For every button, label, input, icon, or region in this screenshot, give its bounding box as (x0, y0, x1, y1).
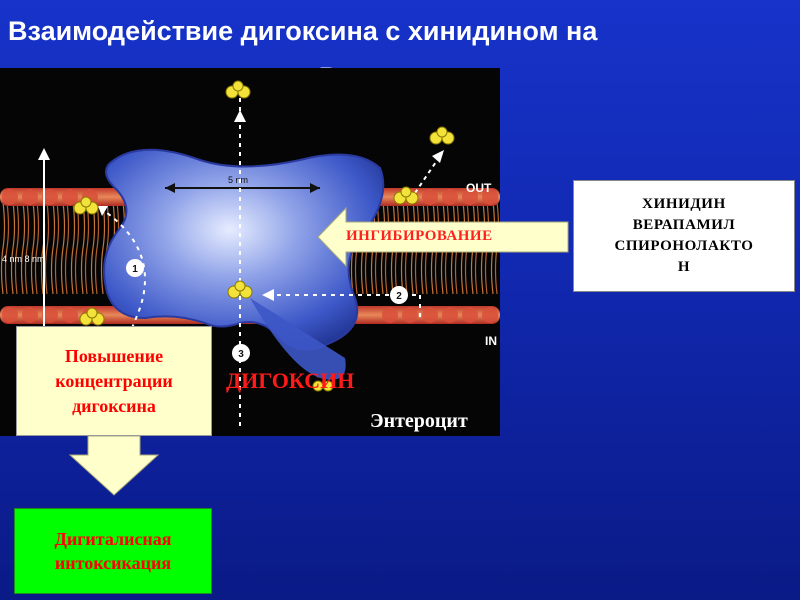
scale-label: 5 nm (228, 175, 248, 185)
digoxin-label: ДИГОКСИН (226, 368, 355, 393)
drug-molecule-right (429, 126, 455, 145)
concentration-increase-box: Повышение концентрации дигоксина (16, 326, 212, 436)
toxicity-line: интоксикация (54, 553, 172, 573)
drug-molecule-membrane-right (393, 186, 419, 205)
pathway-3-number: 3 (238, 349, 244, 360)
enterocyte-label: Энтероцит (370, 410, 468, 432)
drug-item: ХИНИДИН (642, 196, 726, 212)
inhibitor-drugs-box: ХИНИДИН ВЕРАПАМИЛ СПИРОНОЛАКТО Н (573, 180, 795, 292)
toxicity-line: Дигиталисная (54, 529, 172, 549)
drug-molecule-bottom-left (79, 307, 105, 326)
concentration-line: дигоксина (72, 395, 156, 416)
in-label: IN (485, 334, 497, 348)
pathway-1-number: 1 (132, 264, 138, 275)
pathway-2-number: 2 (396, 291, 402, 302)
drug-molecule-bottom (312, 380, 334, 392)
drug-molecule-membrane-left (73, 196, 99, 215)
down-arrow (68, 435, 160, 496)
drug-molecule-top (225, 80, 251, 99)
digitalis-toxicity-box: Дигиталисная интоксикация (14, 508, 212, 594)
drug-item: Н (677, 259, 691, 275)
concentration-line: Повышение (64, 345, 164, 366)
out-label: OUT (466, 181, 492, 195)
title-line-1: Взаимодействие дигоксина с хинидином на (8, 16, 598, 46)
inhibition-label: ИНГИБИРОВАНИЕ (346, 228, 493, 244)
concentration-line: концентрации (55, 370, 173, 391)
size-label-left: 4 nm 8 nm (2, 254, 45, 264)
drug-molecule-center (227, 280, 253, 299)
drug-item: ВЕРАПАМИЛ (632, 217, 736, 233)
drug-item: СПИРОНОЛАКТО (614, 238, 754, 254)
